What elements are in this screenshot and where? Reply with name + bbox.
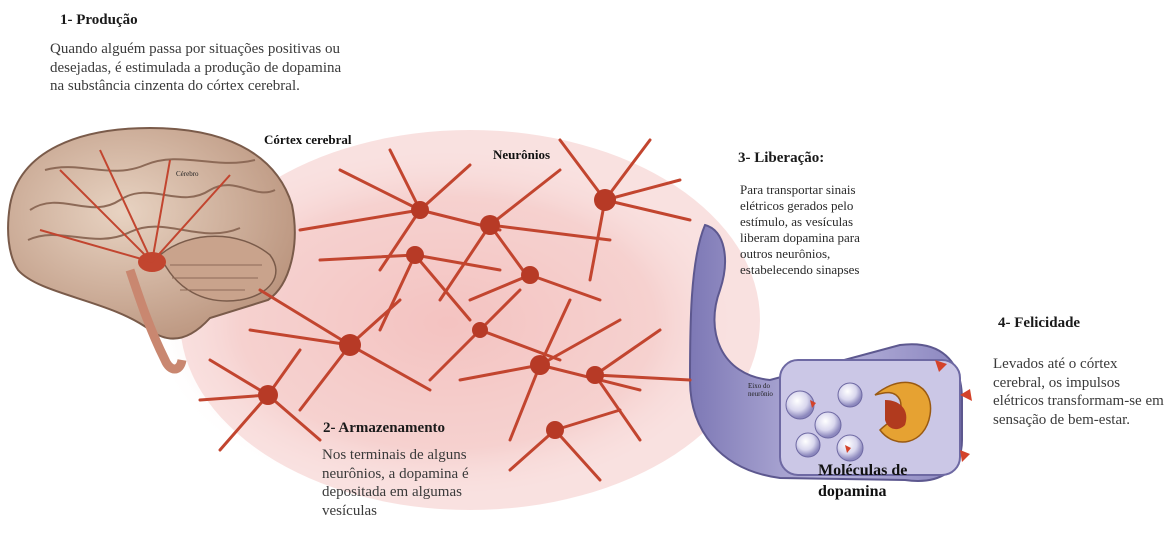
brain-small-label: Cérebro bbox=[176, 170, 206, 178]
axon-small-label: Eixo do neurônio bbox=[748, 382, 780, 398]
molecules-label: Moléculas de dopamina bbox=[818, 460, 948, 502]
step3-text: Para transportar sinais elétricos gerado… bbox=[740, 182, 872, 278]
step2-text: Nos terminais de alguns neurônios, a dop… bbox=[322, 446, 517, 520]
step2-title: 2- Armazenamento bbox=[323, 420, 445, 437]
step4-text: Levados até o córtex cerebral, os impuls… bbox=[993, 355, 1169, 429]
step1-text: Quando alguém passa por situações positi… bbox=[50, 40, 355, 96]
cortex-label: Córtex cerebral bbox=[264, 132, 351, 148]
neurons-label: Neurônios bbox=[493, 147, 550, 163]
step4-title: 4- Felicidade bbox=[998, 315, 1080, 332]
step3-title: 3- Liberação: bbox=[738, 150, 824, 167]
step1-title: 1- Produção bbox=[60, 12, 138, 29]
